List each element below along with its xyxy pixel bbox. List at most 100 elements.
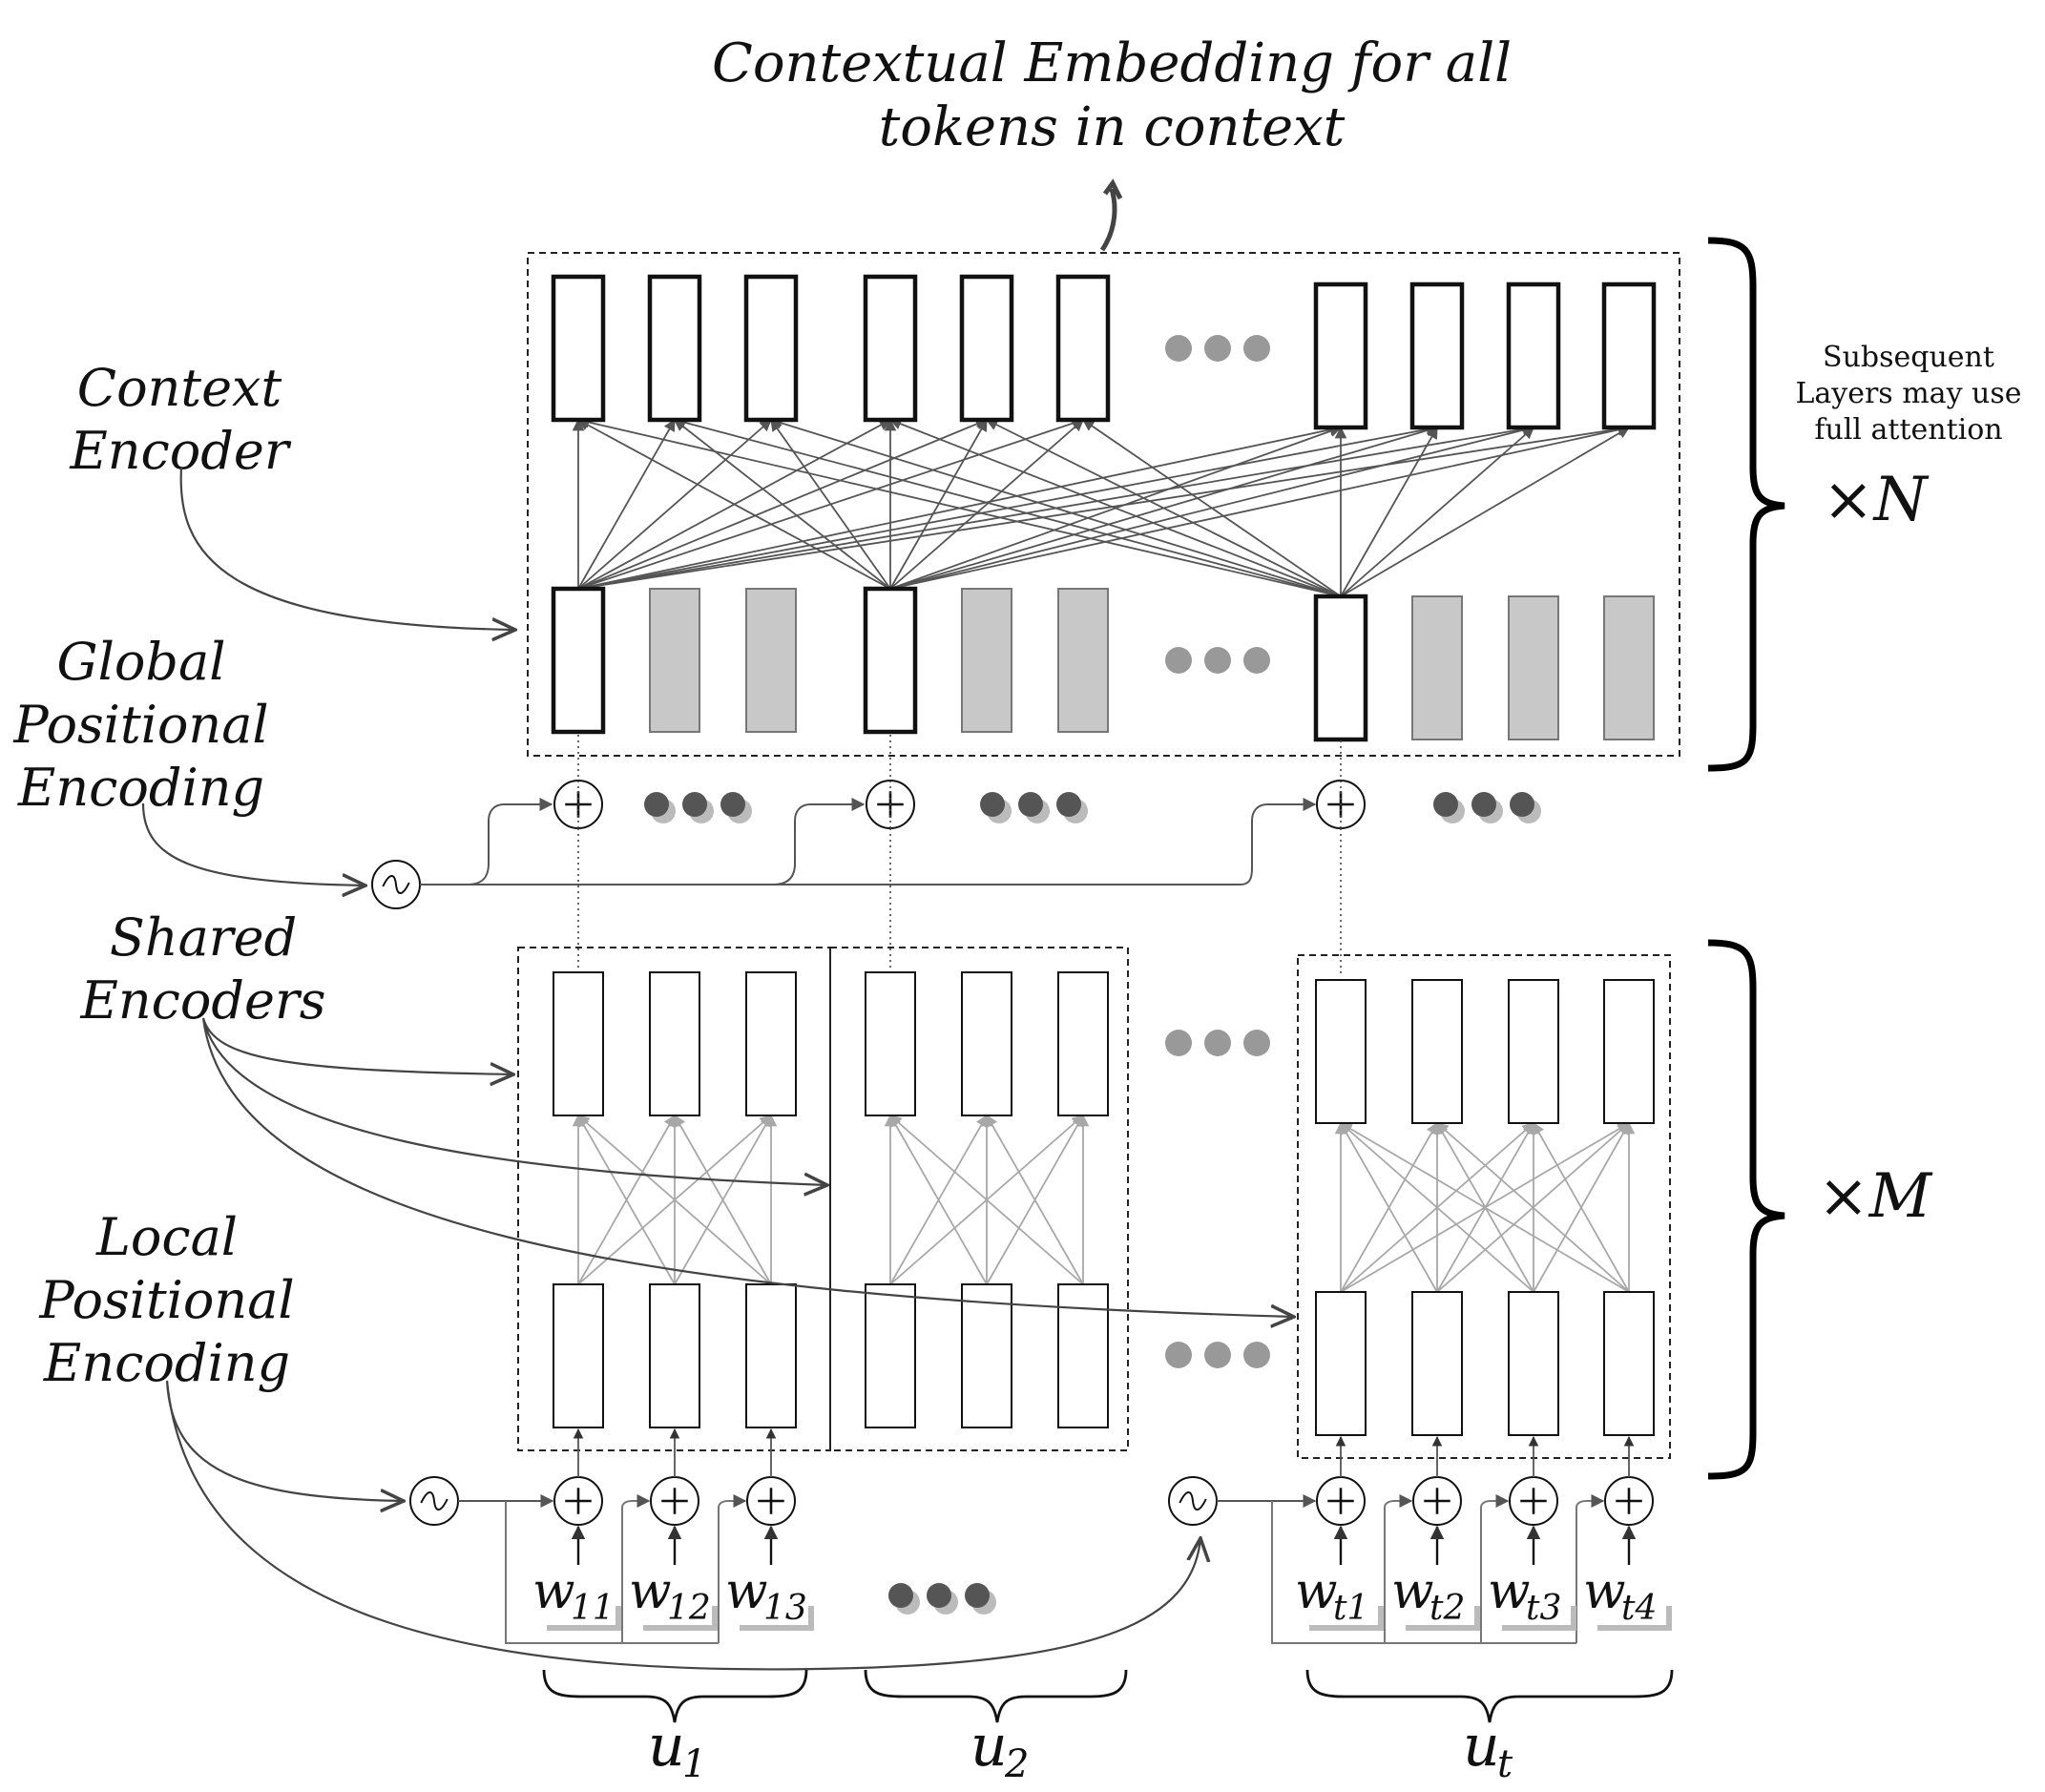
label-pointers <box>141 467 1294 1671</box>
shared-bottom-cell <box>553 1283 604 1428</box>
shared-encoder-box-u2 <box>829 947 1129 1451</box>
context-top-cell <box>1055 274 1111 423</box>
utterance-brace <box>1305 1669 1674 1723</box>
shared-attention-edge <box>1340 1121 1438 1293</box>
context-masked-cell <box>1508 595 1559 740</box>
shared-attention-edge <box>577 1115 772 1285</box>
local-positional-row <box>409 1427 1654 1644</box>
shared-attention-edge <box>1436 1122 1630 1293</box>
local-pe-label-1: Local <box>95 1207 238 1267</box>
context-top-cell <box>551 274 606 423</box>
title-line-1: Contextual Embedding for all <box>712 32 1512 94</box>
shared-bottom-cell <box>961 1283 1012 1428</box>
context-encoder-box <box>527 252 1680 757</box>
sine-wave-icon-wave <box>420 1490 449 1511</box>
token-subscript: t2 <box>1429 1589 1465 1628</box>
local-pe-bracket <box>1271 1501 1576 1644</box>
ellipsis-dot <box>1018 792 1043 817</box>
context-top-cell <box>959 274 1014 423</box>
shared-bottom-cell <box>1315 1291 1367 1436</box>
shared-pointer-u1 <box>201 1017 513 1074</box>
context-bottom-cell <box>1313 594 1368 742</box>
global-pe-pointer <box>141 802 365 886</box>
token-label: w <box>725 1563 768 1620</box>
context-bottom-cell <box>863 586 918 735</box>
repeat-n-label: ×N <box>1823 465 1930 535</box>
shared-attention-edges <box>572 1114 1636 1293</box>
shared-top-cell <box>1057 971 1109 1116</box>
output-arrow <box>1099 188 1117 252</box>
context-top-cell <box>1313 281 1368 430</box>
ellipsis-dot <box>1510 792 1534 817</box>
context-top-cell <box>1409 281 1465 430</box>
global-positional-row <box>371 732 1541 976</box>
context-attention-edge <box>889 424 1631 590</box>
local-pe-branch <box>1384 1494 1413 1643</box>
note-line-3: full attention <box>1814 413 2002 447</box>
context-attention-edge <box>770 418 891 590</box>
ellipsis-dot <box>1204 1030 1231 1056</box>
ellipsis-dot <box>720 792 745 817</box>
context-attention-edge <box>673 416 1342 597</box>
context-attention-edge <box>888 418 1342 597</box>
context-masked-cell <box>649 588 700 733</box>
local-pe-branch <box>1575 1494 1605 1643</box>
shared-attention-edge <box>889 1115 1084 1285</box>
shared-attention-edge <box>889 1114 988 1285</box>
context-attention-edge <box>1340 426 1438 597</box>
shared-top-cell <box>1411 979 1463 1124</box>
context-top-cell <box>743 274 799 423</box>
shared-top-cell <box>1603 979 1655 1124</box>
context-attention-edge <box>769 417 1342 597</box>
local-pe-branch <box>621 1494 651 1643</box>
context-attention-edge <box>577 423 1631 590</box>
ellipsis-dot <box>682 792 707 817</box>
shared-bottom-cell <box>865 1283 916 1428</box>
title-line-2: tokens in context <box>879 96 1346 158</box>
brace-context-layers <box>1707 237 1785 772</box>
ellipsis-dot <box>1243 335 1270 362</box>
utterance-label: u <box>970 1713 1008 1780</box>
context-masked-cell <box>1411 595 1463 740</box>
token-label: w <box>629 1563 672 1620</box>
context-encoder-label-1: Context <box>77 358 282 418</box>
context-top-cell <box>1601 281 1657 430</box>
output-arrowhead <box>1102 178 1123 200</box>
ellipsis-dot <box>1165 1030 1192 1056</box>
ellipsis-dot <box>1204 335 1231 362</box>
sine-wave-icon-wave <box>382 874 410 895</box>
context-attention-edges <box>572 416 1631 597</box>
global-pe-label-2: Positional <box>12 695 268 755</box>
token-subscript: t3 <box>1526 1589 1561 1628</box>
ellipsis-dot <box>644 792 669 817</box>
context-attention-edge <box>674 419 891 590</box>
utterance-label: u <box>648 1713 685 1780</box>
token-subscript: 13 <box>763 1589 807 1628</box>
shared-bottom-cell <box>1411 1291 1463 1436</box>
shared-pointer-u2 <box>201 1017 827 1185</box>
utterance-subscript: 1 <box>682 1742 706 1786</box>
context-masked-cell <box>745 588 797 733</box>
shared-top-cell <box>745 971 797 1116</box>
ellipsis-dot <box>888 1583 913 1608</box>
shared-top-cell <box>553 971 604 1116</box>
shared-top-cell <box>961 971 1012 1116</box>
context-attention-edge <box>889 419 1084 590</box>
global-pe-label-3: Encoding <box>17 758 264 818</box>
context-encoder-pointer <box>179 467 515 630</box>
token-label: w <box>1295 1563 1338 1620</box>
shared-encoder-box-ut <box>1297 954 1671 1459</box>
context-bottom-cell <box>551 586 606 735</box>
context-attention-edge <box>1340 427 1631 597</box>
ellipsis-dot <box>1165 335 1192 362</box>
context-encoder-cells <box>551 274 1657 742</box>
context-top-cell <box>863 274 918 423</box>
local-pe-bracket <box>505 1501 719 1644</box>
shared-bottom-cell <box>649 1283 700 1428</box>
shared-encoder-box-u1 <box>517 947 831 1451</box>
global-pe-label-1: Global <box>57 632 226 692</box>
shared-attention-edge <box>1339 1122 1630 1293</box>
shared-attention-edge <box>674 1114 772 1285</box>
